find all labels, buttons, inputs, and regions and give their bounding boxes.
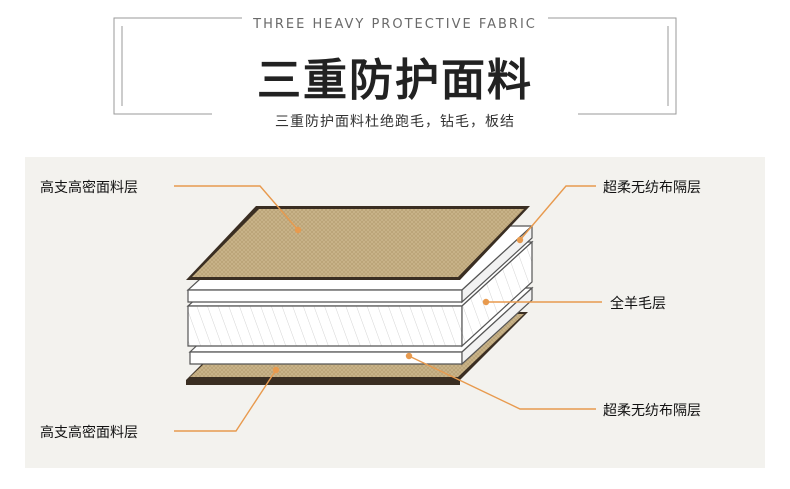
leader-top-nonwoven [519,185,596,241]
marker-wool [482,298,490,306]
label-wool: 全羊毛层 [610,296,666,312]
label-bottom-fabric: 高支高密面料层 [40,425,138,441]
page-title: 三重防护面料 [257,55,533,106]
header-frame [113,17,677,115]
top-fabric-layer [186,206,530,280]
marker-top-fabric [294,226,302,234]
marker-bottom-fabric [272,366,280,374]
leader-bottom-nonwoven [408,355,596,410]
marker-top-nonwoven [516,236,524,244]
tagline: 三重防护面料杜绝跑毛，钻毛，板结 [275,114,515,130]
subtitle-english: THREE HEAVY PROTECTIVE FABRIC [253,17,537,32]
label-top-nonwoven: 超柔无纺布隔层 [603,180,701,196]
marker-bottom-nonwoven [405,352,413,360]
leader-bottom-fabric [174,369,277,432]
label-top-fabric: 高支高密面料层 [40,180,138,196]
label-bottom-nonwoven: 超柔无纺布隔层 [603,403,701,419]
leader-top-fabric [174,185,299,231]
